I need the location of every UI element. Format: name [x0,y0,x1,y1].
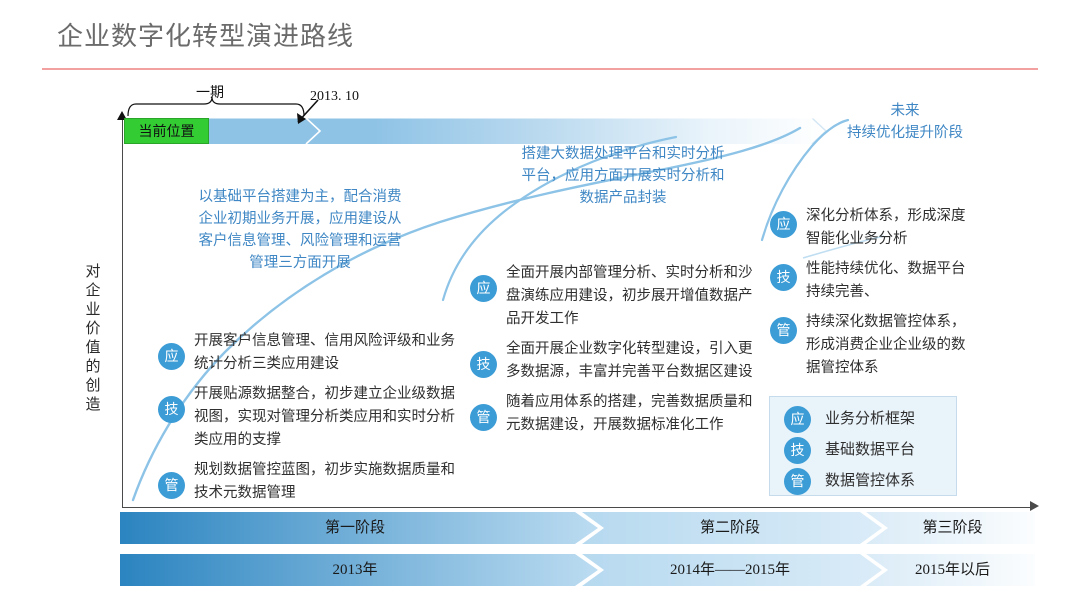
category-badge-ying: 应 [784,406,811,433]
legend-item-label: 基础数据平台 [825,442,916,458]
phase-brace-icon [127,96,305,117]
date-pointer-icon [297,99,319,124]
timeline-ribbon: 当前位置 [124,118,836,144]
phase-one-callout: 以基础平台搭建为主，配合消费 企业初期业务开展，应用建设从 客户信息管理、风险管… [150,186,450,274]
y-axis-char: 业 [85,301,101,318]
legend-item-label: 数据管控体系 [825,473,916,489]
list-item: 技 全面开展企业数字化转型建设，引入更多数据源，丰富并完善平台数据区建设 [470,338,760,384]
legend-item: 技 基础数据平台 [784,437,956,464]
y-axis-arrow-icon [117,111,127,120]
stage-name-label: 第一阶段 [324,519,385,536]
list-item: 应 开展客户信息管理、信用风险评级和业务统计分析三类应用建设 [158,330,458,376]
list-item-text: 性能持续优化、数据平台持续完善、 [806,261,966,300]
list-item-text: 随着应用体系的搭建，完善数据质量和元数据建设，开展数据标准化工作 [506,394,753,433]
stage-name-bar: 第一阶段 第二阶段 第三阶段 [120,512,1035,544]
stage-two-items: 应 全面开展内部管理分析、实时分析和沙盘演练应用建设，初步展开增值数据产品开发工… [470,262,760,444]
stage-year-bar-shape [120,554,1035,586]
category-badge-ying: 应 [158,343,185,370]
category-badge-guan: 管 [470,404,497,431]
stage-three-items: 应 深化分析体系，形成深度智能化业务分析 技 性能持续优化、数据平台持续完善、 … [770,205,975,387]
list-item-text: 全面开展企业数字化转型建设，引入更多数据源，丰富并完善平台数据区建设 [506,341,753,380]
date-marker-label: 2013. 10 [310,89,359,104]
stage-one-items: 应 开展客户信息管理、信用风险评级和业务统计分析三类应用建设 技 开展贴源数据整… [158,330,458,512]
list-item-text: 持续深化数据管控体系，形成消费企业企业级的数据管控体系 [806,314,966,376]
category-badge-guan: 管 [784,468,811,495]
phase-brace-label: 一期 [196,84,224,100]
stage-name-bar-shape [120,512,1035,544]
stage-bars: 第一阶段 第二阶段 第三阶段 2013年 2014年——2015年 2015年以… [120,512,1035,596]
list-item-text: 深化分析体系，形成深度智能化业务分析 [806,208,966,247]
list-item-text: 规划数据管控蓝图，初步实施数据质量和技术元数据管理 [194,462,455,501]
legend-item: 应 业务分析框架 [784,406,956,433]
legend-item: 管 数据管控体系 [784,468,956,495]
callout-line: 企业初期业务开展，应用建设从 [198,211,402,227]
current-position-marker: 当前位置 [124,118,209,144]
stage-year-label: 2014年——2015年 [669,562,790,578]
callout-line: 客户信息管理、风险管理和运营 [198,233,402,249]
y-axis-char: 的 [85,358,101,375]
category-badge-ji: 技 [158,396,185,423]
list-item: 管 持续深化数据管控体系，形成消费企业企业级的数据管控体系 [770,311,975,380]
y-axis-char: 值 [85,339,101,356]
callout-line: 平台，应用方面开展实时分析和 [521,168,725,184]
callout-line: 未来 [890,103,920,119]
legend-item-label: 业务分析框架 [825,411,916,427]
stage-year-bar: 2013年 2014年——2015年 2015年以后 [120,554,1035,586]
ribbon-chevron-icons [124,118,828,144]
callout-line: 以基础平台搭建为主，配合消费 [198,189,402,205]
category-badge-ying: 应 [470,275,497,302]
callout-line: 数据产品封装 [579,190,667,206]
callout-line: 搭建大数据处理平台和实时分析 [521,146,725,162]
category-badge-guan: 管 [770,317,797,344]
title-divider [42,68,1038,70]
category-badge-guan: 管 [158,472,185,499]
phase-two-callout: 搭建大数据处理平台和实时分析 平台，应用方面开展实时分析和 数据产品封装 [478,143,768,209]
list-item: 应 深化分析体系，形成深度智能化业务分析 [770,205,975,251]
chart-frame [122,120,1035,508]
callout-line: 持续优化提升阶段 [847,125,963,141]
category-legend: 应 业务分析框架 技 基础数据平台 管 数据管控体系 [769,396,957,496]
y-axis-char: 企 [85,282,101,299]
phase-three-callout: 未来 持续优化提升阶段 [810,100,1000,144]
category-badge-ying: 应 [770,211,797,238]
stage-year-label: 2013年 [332,562,378,578]
category-badge-ji: 技 [784,437,811,464]
list-item: 管 随着应用体系的搭建，完善数据质量和元数据建设，开展数据标准化工作 [470,391,760,437]
y-axis-char: 对 [85,263,101,280]
stage-name-label: 第二阶段 [699,519,760,536]
callout-line: 管理三方面开展 [249,255,351,271]
category-badge-ji: 技 [770,264,797,291]
y-axis-char: 创 [85,377,101,394]
stage-name-label: 第三阶段 [922,519,983,536]
list-item-text: 开展贴源数据整合，初步建立企业级数据视图，实现对管理分析类应用和实时分析类应用的… [194,386,455,448]
page-title: 企业数字化转型演进路线 [57,21,355,51]
list-item-text: 开展客户信息管理、信用风险评级和业务统计分析三类应用建设 [194,333,455,372]
list-item: 管 规划数据管控蓝图，初步实施数据质量和技术元数据管理 [158,459,458,505]
y-axis-char: 价 [85,320,101,337]
y-axis-char: 造 [85,396,101,413]
y-axis-label: 对 企 业 价 值 的 创 造 [82,262,104,414]
stage-year-label: 2015年以后 [914,562,990,578]
x-axis-arrow-icon [1030,501,1039,511]
category-badge-ji: 技 [470,351,497,378]
list-item-text: 全面开展内部管理分析、实时分析和沙盘演练应用建设，初步展开增值数据产品开发工作 [506,265,753,327]
list-item: 应 全面开展内部管理分析、实时分析和沙盘演练应用建设，初步展开增值数据产品开发工… [470,262,760,331]
list-item: 技 性能持续优化、数据平台持续完善、 [770,258,975,304]
list-item: 技 开展贴源数据整合，初步建立企业级数据视图，实现对管理分析类应用和实时分析类应… [158,383,458,452]
